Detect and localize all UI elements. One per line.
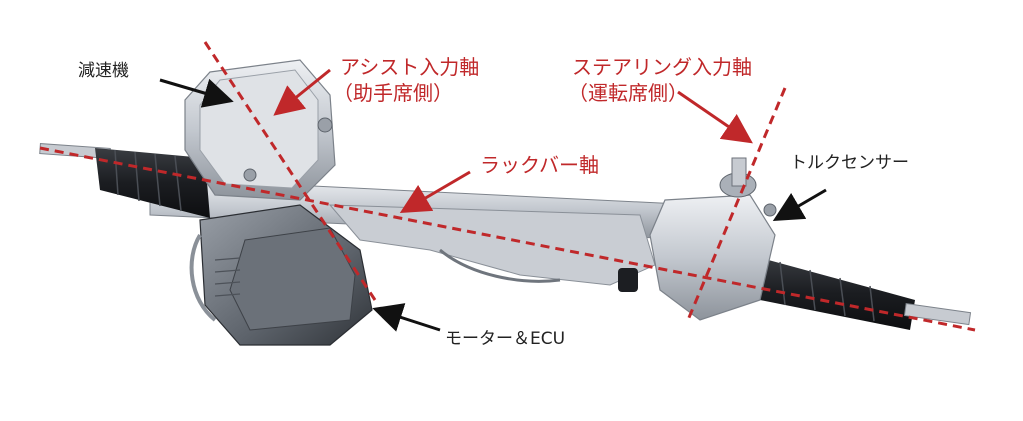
arrow-steering-axis (677, 90, 753, 144)
arrow-motor-ecu (372, 303, 441, 332)
leader-arrows (159, 68, 827, 332)
motor-ecu-unit (189, 204, 373, 346)
steering-input-axis-line (686, 87, 787, 321)
label-rack-bar-axis: ラックバー軸 (480, 153, 599, 177)
reduction-gear-housing (184, 59, 336, 201)
label-steering-axis-line1: ステアリング入力軸 (572, 55, 752, 79)
label-motor-ecu: モーター＆ECU (445, 329, 566, 349)
label-torque-sensor: トルクセンサー (790, 153, 909, 173)
pinion-housing (618, 157, 777, 321)
arrow-assist-axis (273, 68, 331, 116)
left-boot (39, 143, 210, 218)
label-assist-axis-line1: アシスト入力軸 (340, 55, 480, 79)
label-reduction-gear: 減速機 (78, 61, 129, 81)
arrow-torque-sensor (772, 188, 827, 222)
rack-bar-axis-line (39, 146, 976, 332)
arrow-reduction-gear (159, 78, 234, 108)
label-assist-axis-line2: （助手席側） (333, 81, 453, 105)
right-boot (750, 255, 972, 330)
arrow-rack-bar-axis (399, 170, 471, 214)
label-steering-axis-line2: （運転席側） (568, 81, 688, 105)
